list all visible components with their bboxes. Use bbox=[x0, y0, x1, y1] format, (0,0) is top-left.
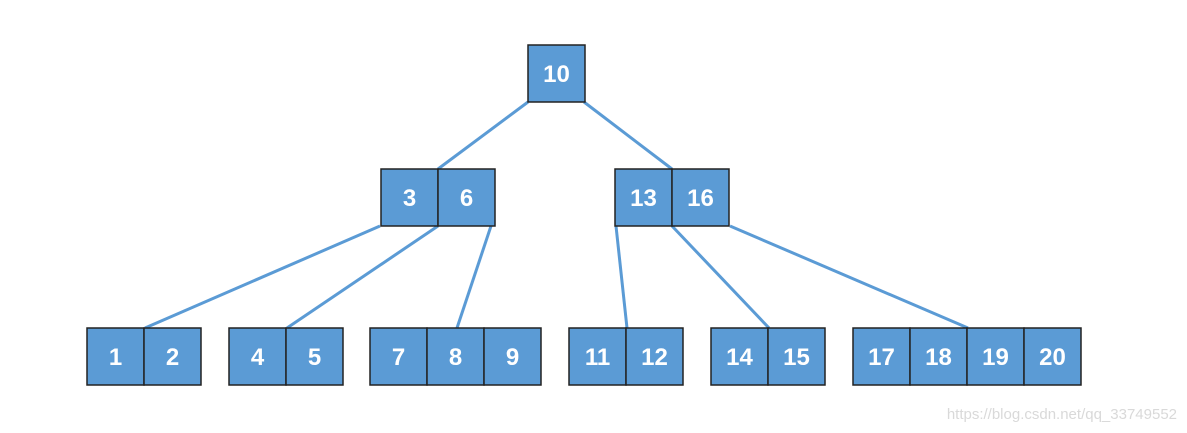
key-cell-box bbox=[671, 168, 730, 227]
key-cell-box bbox=[527, 44, 586, 103]
key-value: 15 bbox=[783, 344, 810, 371]
tree-node: 13 16 bbox=[614, 168, 730, 227]
node-key-cell: 12 bbox=[625, 327, 684, 386]
tree-node: 11 12 bbox=[568, 327, 684, 386]
node-key-cell: 10 bbox=[527, 44, 586, 103]
key-value: 6 bbox=[460, 185, 473, 212]
node-key-cell: 5 bbox=[285, 327, 344, 386]
key-value: 11 bbox=[585, 344, 610, 371]
key-cell-box bbox=[852, 327, 911, 386]
key-cell-box bbox=[1023, 327, 1082, 386]
tree-node: 7 8 9 bbox=[369, 327, 542, 386]
key-value: 16 bbox=[687, 185, 714, 212]
edge-node-3-6-to-leaf-7-8-9 bbox=[455, 225, 493, 329]
key-value: 3 bbox=[403, 185, 416, 212]
node-key-cell: 16 bbox=[671, 168, 730, 227]
key-value: 5 bbox=[308, 344, 321, 371]
node-key-cell: 3 bbox=[380, 168, 439, 227]
node-key-cell: 20 bbox=[1023, 327, 1082, 386]
node-key-cell: 8 bbox=[426, 327, 485, 386]
edge-node-13-16-to-leaf-17-20 bbox=[729, 224, 969, 330]
key-cell-box bbox=[86, 327, 145, 386]
key-value: 9 bbox=[506, 344, 519, 371]
edge-root-to-node-13-16 bbox=[583, 100, 673, 171]
key-cell-box bbox=[143, 327, 202, 386]
key-cell-box bbox=[437, 168, 496, 227]
key-value: 4 bbox=[251, 344, 265, 371]
key-value: 20 bbox=[1039, 344, 1066, 371]
key-value: 2 bbox=[166, 344, 179, 371]
edge-node-3-6-to-leaf-1-2 bbox=[144, 224, 381, 330]
key-cell-box bbox=[966, 327, 1025, 386]
node-key-cell: 6 bbox=[437, 168, 496, 227]
tree-node: 14 15 bbox=[710, 327, 826, 386]
edge-root-to-node-3-6 bbox=[437, 100, 529, 171]
node-key-cell: 9 bbox=[483, 327, 542, 386]
key-value: 19 bbox=[982, 344, 1009, 371]
watermark: https://blog.csdn.net/qq_33749552 bbox=[946, 406, 1177, 423]
node-key-cell: 2 bbox=[143, 327, 202, 386]
node-key-cell: 15 bbox=[767, 327, 826, 386]
key-cell-box bbox=[767, 327, 826, 386]
key-cell-box bbox=[380, 168, 439, 227]
node-key-cell: 11 bbox=[568, 327, 627, 386]
node-key-cell: 14 bbox=[710, 327, 769, 386]
key-value: 1 bbox=[109, 344, 122, 371]
node-key-cell: 7 bbox=[369, 327, 428, 386]
key-value: 14 bbox=[726, 344, 753, 371]
key-cell-box bbox=[625, 327, 684, 386]
node-key-cell: 4 bbox=[228, 327, 287, 386]
node-key-cell: 13 bbox=[614, 168, 673, 227]
node-key-cell: 18 bbox=[909, 327, 968, 386]
key-value: 17 bbox=[868, 344, 895, 371]
key-value: 13 bbox=[630, 185, 657, 212]
key-value: 8 bbox=[449, 344, 462, 371]
tree-node: 17 18 19 20 bbox=[852, 327, 1082, 386]
key-cell-box bbox=[285, 327, 344, 386]
key-cell-box bbox=[228, 327, 287, 386]
key-cell-box bbox=[909, 327, 968, 386]
key-value: 10 bbox=[543, 61, 570, 88]
key-cell-box bbox=[568, 327, 627, 386]
node-key-cell: 17 bbox=[852, 327, 911, 386]
key-cell-box bbox=[369, 327, 428, 386]
key-value: 7 bbox=[392, 344, 405, 371]
tree-node: 10 bbox=[527, 44, 586, 103]
key-cell-box bbox=[483, 327, 542, 386]
node-key-cell: 1 bbox=[86, 327, 145, 386]
edge-node-3-6-to-leaf-4-5 bbox=[286, 224, 439, 330]
edge-node-13-16-to-leaf-11-12 bbox=[614, 225, 629, 329]
node-key-cell: 19 bbox=[966, 327, 1025, 386]
tree-edges bbox=[144, 100, 969, 330]
key-value: 12 bbox=[641, 344, 668, 371]
edge-node-13-16-to-leaf-14-15 bbox=[670, 224, 771, 330]
key-value: 18 bbox=[925, 344, 952, 371]
